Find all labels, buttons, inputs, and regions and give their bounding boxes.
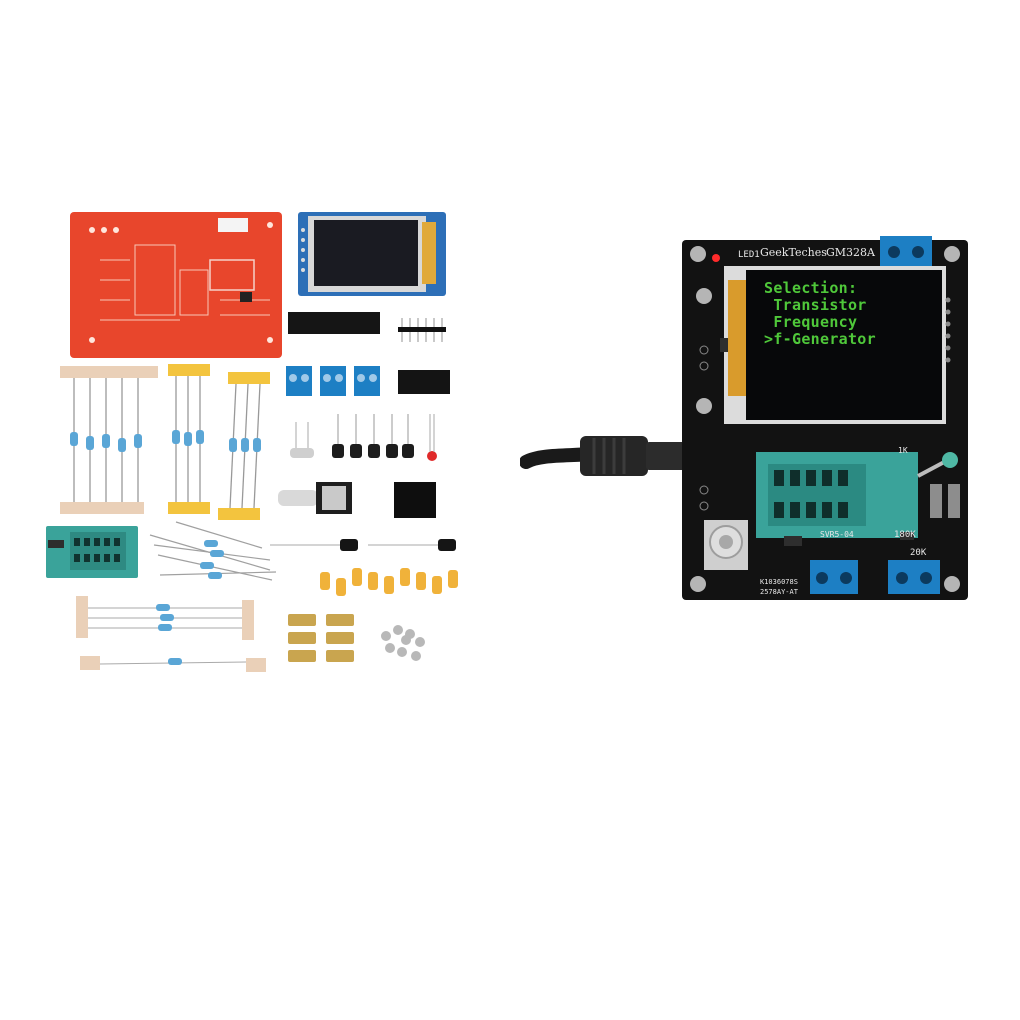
terminal-blocks: [286, 366, 380, 396]
red-pcb: [70, 212, 282, 358]
female-header-small: [398, 370, 450, 394]
lcd-screen: [746, 270, 942, 420]
kit-parts-area: [40, 200, 480, 690]
bottom-code-1: K1036078S: [760, 578, 798, 586]
resistor-label-1k: 1K: [898, 446, 908, 455]
resistor-label-180k: 180K: [894, 530, 916, 540]
rotary-encoder-knob: [704, 520, 748, 570]
bottom-terminal-right: [888, 560, 940, 594]
lcd-line-1: Transistor: [764, 296, 867, 314]
test-pads: [930, 484, 960, 518]
status-led: [712, 254, 720, 262]
top-terminal-block: [880, 236, 932, 270]
bottom-code-2: 2578AY-AT: [760, 588, 798, 596]
part-label: SVR5-04: [820, 530, 854, 539]
tester-illustration: [520, 236, 968, 600]
ceramic-caps: [320, 568, 458, 596]
lcd-module-loose: [298, 212, 446, 296]
pin-header: [398, 318, 446, 342]
resistor-bundle: [60, 364, 270, 520]
rotary-encoder: [278, 482, 352, 514]
led-label: LED1: [738, 250, 760, 260]
resistor-strips: [76, 596, 266, 672]
lcd-heading: Selection:: [764, 279, 858, 297]
brass-standoffs: [288, 614, 354, 662]
model-label: GM328A: [826, 246, 875, 259]
dc-jack: [394, 482, 436, 518]
assembled-tester: [520, 230, 980, 610]
zif-socket-loose: [46, 526, 138, 578]
resistor-label-20k: 20K: [910, 548, 927, 558]
kit-parts-illustration: [46, 212, 458, 672]
lcd-line-2: Frequency: [764, 313, 858, 331]
screws: [381, 625, 425, 661]
mount-screws: [690, 246, 960, 592]
electrolytic-caps: [270, 539, 456, 551]
female-header: [288, 312, 380, 334]
lcd-flex: [728, 280, 746, 396]
zif-socket: [756, 452, 958, 538]
power-cable: [520, 436, 686, 476]
brand-label: GeekTeches: [760, 246, 827, 259]
small-components: [290, 414, 437, 461]
lcd-line-3: >f-Generator: [764, 330, 876, 348]
